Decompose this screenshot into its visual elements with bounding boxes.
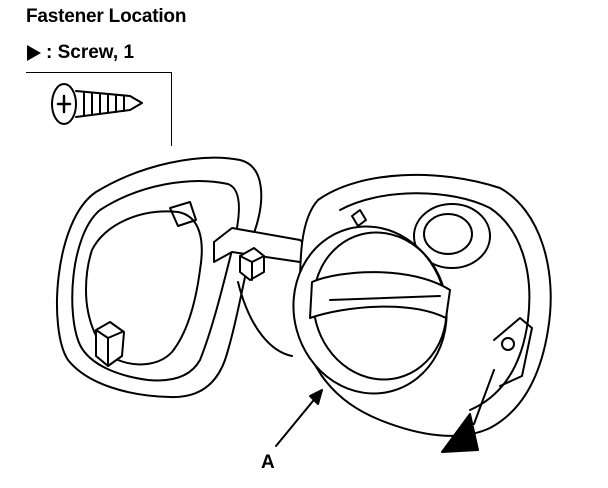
fastener-illustration-box xyxy=(26,72,172,146)
callout-a-label: A xyxy=(261,452,275,473)
screw-icon xyxy=(51,83,143,125)
hinge-arm xyxy=(213,227,319,357)
screw-location-pointer xyxy=(441,369,495,453)
page-title: Fastener Location xyxy=(26,6,187,27)
triangle-marker-icon xyxy=(27,45,41,61)
legend-label: : Screw, 1 xyxy=(46,42,135,63)
callout-a-leader xyxy=(275,389,323,447)
fastener-legend: : Screw, 1 xyxy=(26,42,134,64)
fuel-cap xyxy=(292,225,451,395)
fuel-door-panel xyxy=(56,156,263,399)
